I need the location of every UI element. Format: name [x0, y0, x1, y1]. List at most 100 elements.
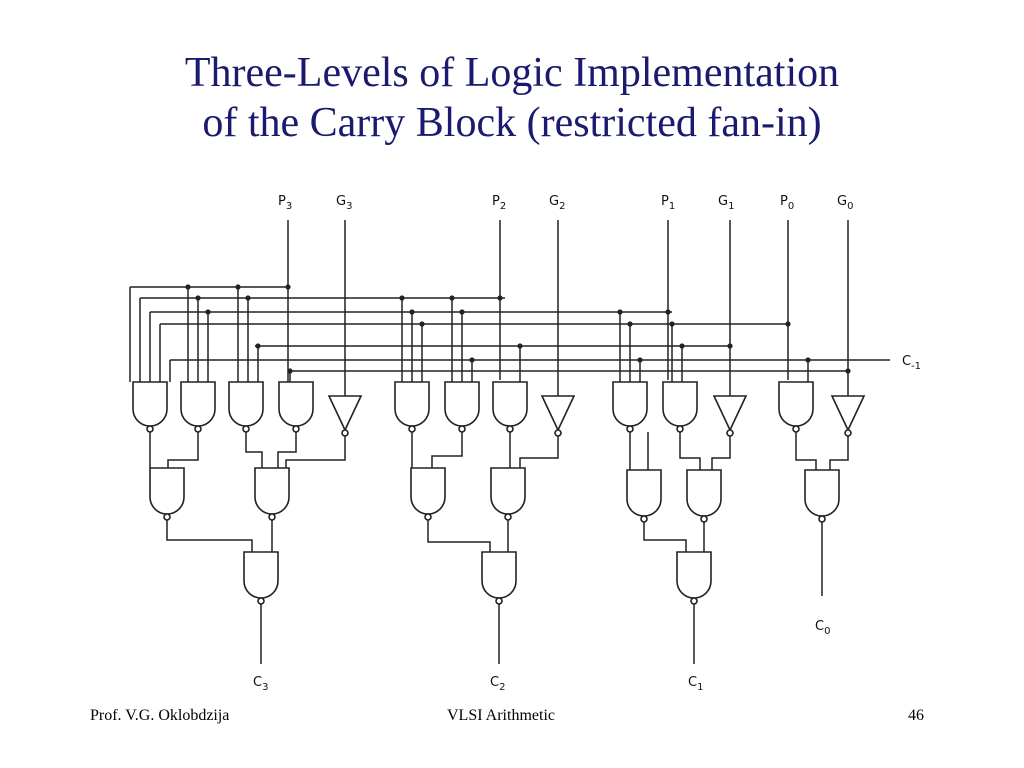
and-gate-l2-bubble: [640, 515, 648, 523]
output-label-c3: C3: [253, 675, 268, 693]
and-gate-l1-bubble: [458, 425, 466, 433]
input-label-p1: P1: [661, 194, 675, 212]
junction-dot: [195, 295, 201, 301]
junction-dot: [805, 357, 811, 363]
junction-dot: [627, 321, 633, 327]
and-gate-l1-bubble: [242, 425, 250, 433]
and-gate-l1: [778, 381, 814, 427]
and-gate-l1: [278, 381, 314, 427]
gate-link: [285, 436, 346, 468]
inverter-g0: [830, 395, 866, 432]
and-gate-l1: [662, 381, 698, 427]
and-gate-l3-bubble: [690, 597, 698, 605]
junction-dot: [409, 309, 415, 315]
and-gate-l2: [490, 467, 526, 515]
gate-link: [245, 432, 263, 468]
and-gate-l2-bubble: [268, 513, 276, 521]
gate-link: [427, 520, 491, 552]
and-gate-l1-bubble: [194, 425, 202, 433]
input-label-g0: G0: [837, 194, 853, 212]
and-gate-l1-bubble: [792, 425, 800, 433]
and-gate-l2: [410, 467, 446, 515]
junction-dot: [727, 343, 733, 349]
footer-course: VLSI Arithmetic: [447, 707, 555, 724]
and-gate-l2-bubble: [504, 513, 512, 521]
carry-block-schematic: P3 G3 P2 G2 P1 G1 P0 G0 C-1 C3 C2 C1 C0: [129, 194, 921, 693]
junction-dots: [185, 284, 851, 374]
and-gate-l1-bubble: [408, 425, 416, 433]
junction-dot: [845, 368, 851, 374]
and-gate-l2: [149, 467, 185, 515]
output-label-c0: C0: [815, 619, 830, 637]
and-gate-l3: [481, 551, 517, 599]
junction-dot: [679, 343, 685, 349]
gate-link: [795, 432, 817, 470]
and-gate-l2-bubble: [700, 515, 708, 523]
junction-dot: [285, 284, 291, 290]
gate-link: [711, 436, 731, 470]
junction-dot: [235, 284, 241, 290]
junction-dot: [669, 321, 675, 327]
input-label-p0: P0: [780, 194, 794, 212]
and-gate-l3-bubble: [257, 597, 265, 605]
and-gate-l1: [228, 381, 264, 427]
junction-dot: [399, 295, 405, 301]
and-gate-l1: [180, 381, 216, 427]
gate-link: [431, 432, 463, 468]
and-gate-l2: [686, 469, 722, 517]
and-gate-l1: [394, 381, 430, 427]
gate-link: [277, 432, 297, 468]
title-line-1: Three-Levels of Logic Implementation: [184, 50, 840, 96]
junction-dot: [665, 309, 671, 315]
slide-title: Three-Levels of Logic Implementation of …: [0, 48, 1024, 148]
and-gate-l2-bubble: [163, 513, 171, 521]
gate-link: [679, 432, 701, 470]
and-gate-l3-bubble: [495, 597, 503, 605]
inverter-g3: [327, 395, 363, 432]
and-gate-l2: [804, 469, 840, 517]
title-line-2: of the Carry Block (restricted fan-in): [202, 100, 822, 146]
inverter-g3-bubble: [341, 429, 349, 437]
and-gate-l1-bubble: [676, 425, 684, 433]
gate-link: [643, 522, 687, 552]
and-gate-l1: [492, 381, 528, 427]
and-gate-l3: [676, 551, 712, 599]
gate-link: [167, 432, 199, 468]
and-gate-l1-bubble: [626, 425, 634, 433]
input-label-p3: P3: [278, 194, 292, 212]
and-gate-l1-bubble: [506, 425, 514, 433]
output-label-c1: C1: [688, 675, 703, 693]
input-label-g3: G3: [336, 194, 352, 212]
junction-dot: [469, 357, 475, 363]
and-gate-l3: [243, 551, 279, 599]
and-gate-l1-bubble: [146, 425, 154, 433]
gate-link: [829, 436, 849, 470]
junction-dot: [449, 295, 455, 301]
and-gate-l2-bubble: [818, 515, 826, 523]
input-label-g2: G2: [549, 194, 565, 212]
gates: [132, 381, 866, 605]
wires: [129, 220, 890, 664]
and-gate-l1-bubble: [292, 425, 300, 433]
and-gate-l1: [132, 381, 168, 427]
inverter-g1: [712, 395, 748, 432]
junction-dot: [517, 343, 523, 349]
inverter-g2-bubble: [554, 429, 562, 437]
and-gate-l2: [254, 467, 290, 515]
junction-dot: [617, 309, 623, 315]
inverter-g1-bubble: [726, 429, 734, 437]
junction-dot: [185, 284, 191, 290]
and-gate-l2-bubble: [424, 513, 432, 521]
junction-dot: [287, 368, 293, 374]
junction-dot: [419, 321, 425, 327]
junction-dot: [785, 321, 791, 327]
junction-dot: [497, 295, 503, 301]
input-label-p2: P2: [492, 194, 506, 212]
output-label-c2: C2: [490, 675, 505, 693]
gate-link: [519, 436, 559, 468]
and-gate-l2: [626, 469, 662, 517]
gate-link: [166, 520, 253, 552]
junction-dot: [255, 343, 261, 349]
and-gate-l1: [612, 381, 648, 427]
input-label-g1: G1: [718, 194, 734, 212]
